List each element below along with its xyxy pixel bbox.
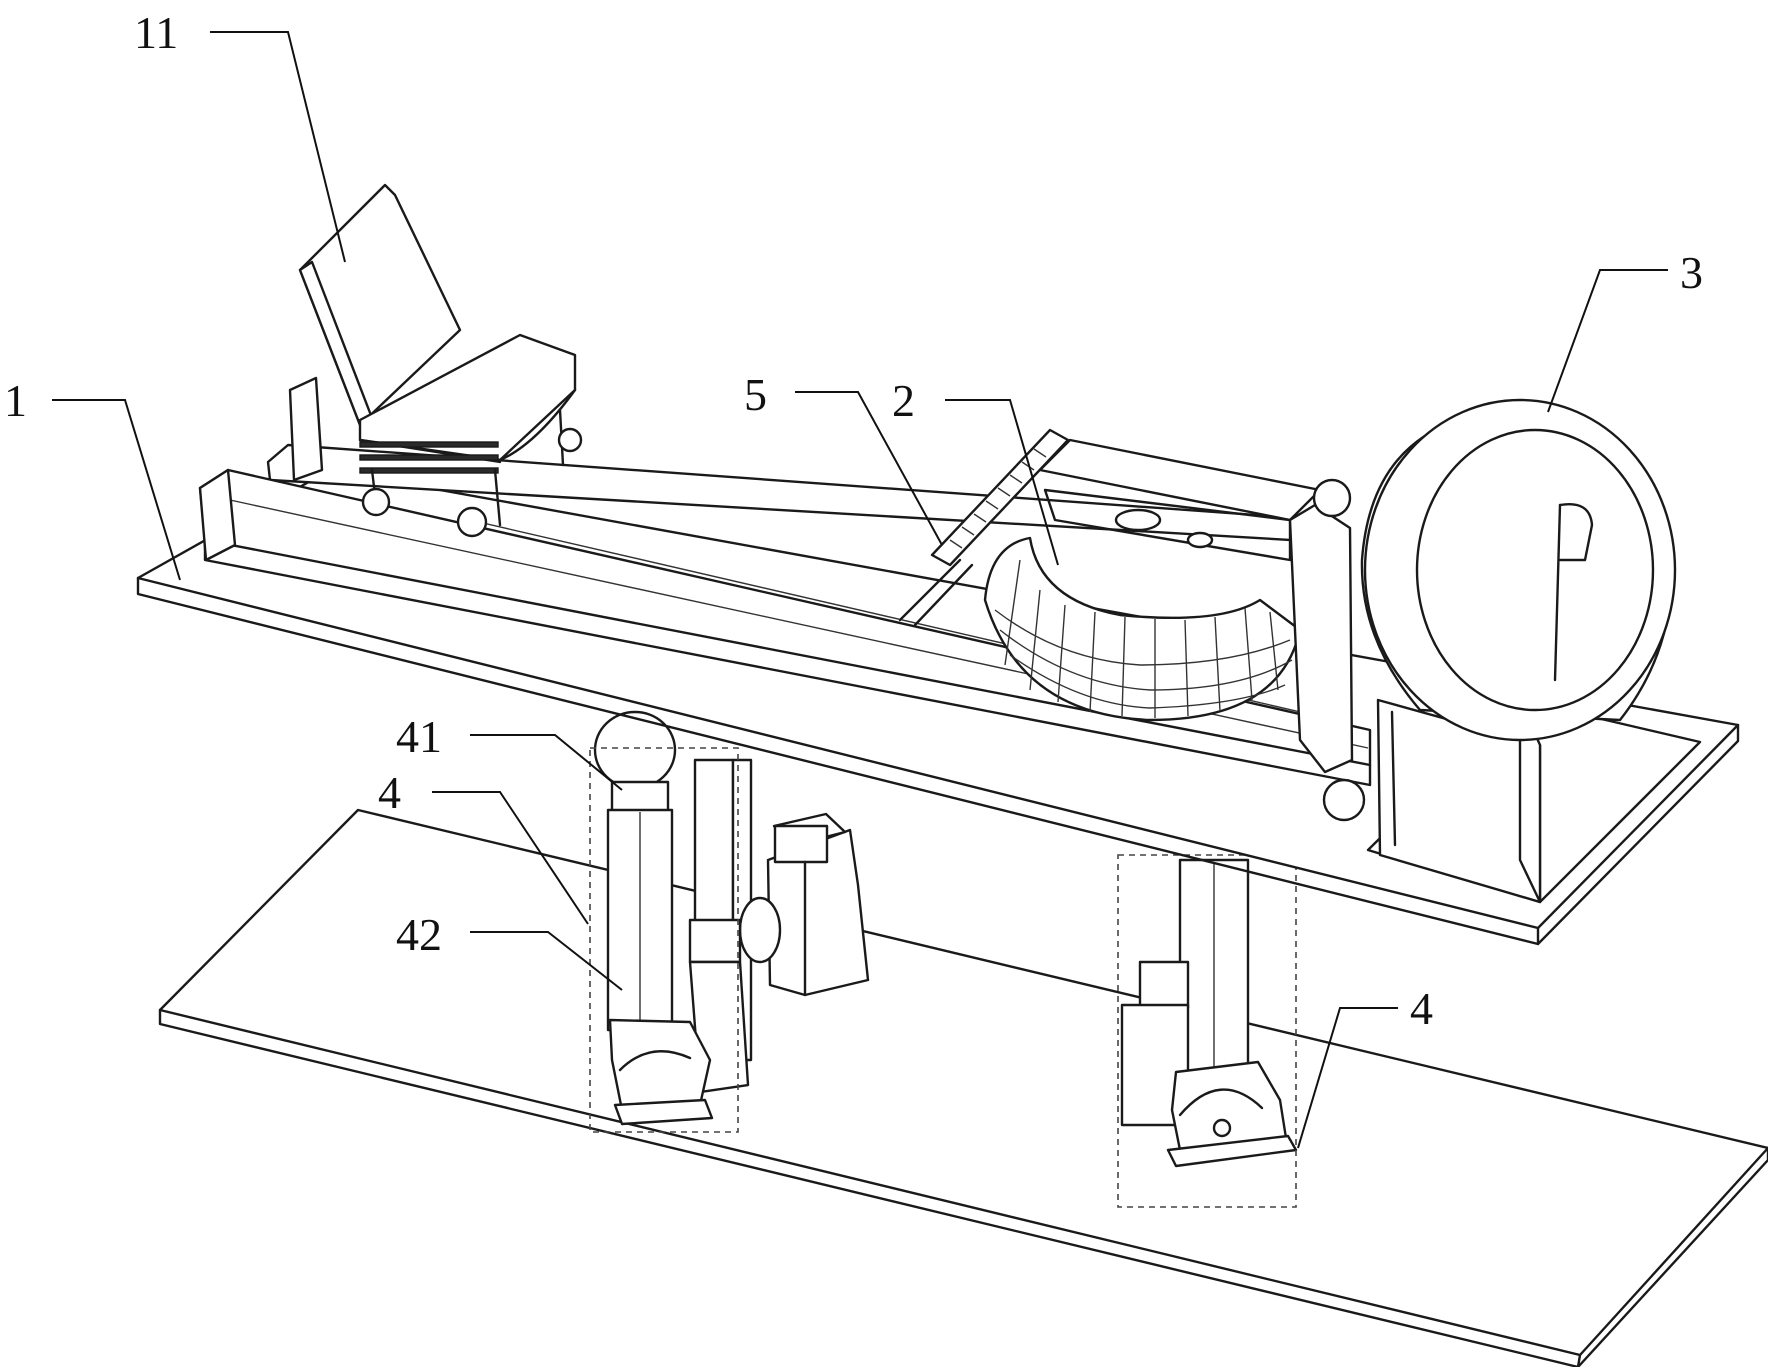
label-cylinder-42: 42 — [396, 909, 442, 960]
handle-bar — [898, 428, 1070, 627]
label-flywheel-2: 2 — [892, 375, 915, 426]
seat — [298, 183, 583, 538]
reference-labels: 11 1 5 2 3 41 4 42 4 — [4, 7, 1703, 1034]
label-frame-1: 1 — [4, 375, 27, 426]
front-housing — [1288, 478, 1366, 822]
label-left-support-4: 4 — [378, 767, 401, 818]
label-seat-11: 11 — [134, 7, 178, 58]
label-rail-5: 5 — [744, 369, 767, 420]
label-drum-3: 3 — [1680, 247, 1703, 298]
flywheel-mesh — [994, 559, 1293, 718]
flywheel — [983, 438, 1322, 722]
leader-lines — [52, 31, 1668, 1149]
left-support-assembly — [589, 710, 870, 1133]
floor-base-plate — [158, 808, 1768, 1367]
drum — [1360, 398, 1677, 904]
handle-grip-hatching — [949, 448, 1047, 549]
label-right-support-4: 4 — [1410, 983, 1433, 1034]
label-ball-joint-41: 41 — [396, 711, 442, 762]
right-support-assembly — [1117, 854, 1298, 1208]
